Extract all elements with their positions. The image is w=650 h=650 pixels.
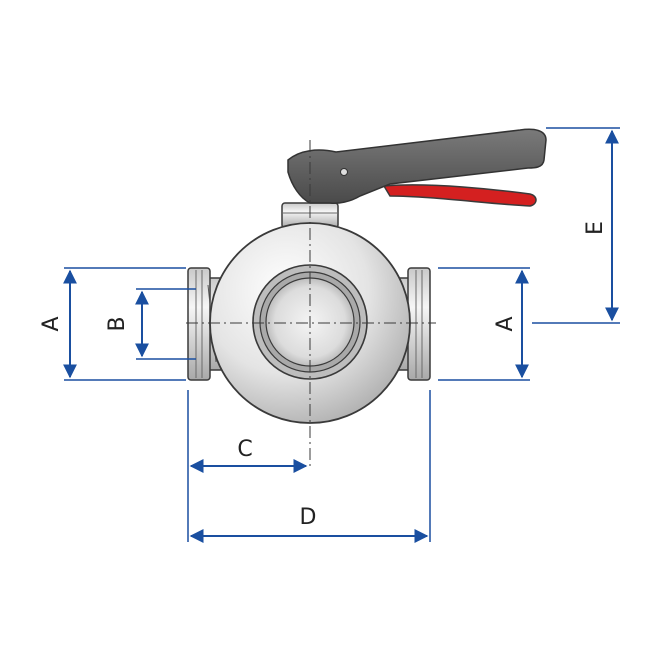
label-a-left: A (39, 316, 64, 331)
label-b: B (105, 316, 130, 331)
dimension-lines (63, 129, 619, 543)
handle-lever (287, 128, 547, 204)
red-lever (382, 184, 537, 207)
label-c: C (237, 437, 252, 462)
handle-rivet (340, 168, 348, 176)
label-d: D (300, 505, 317, 530)
extension-lines (64, 127, 620, 542)
label-a-right: A (493, 316, 518, 331)
label-e: E (583, 221, 608, 235)
